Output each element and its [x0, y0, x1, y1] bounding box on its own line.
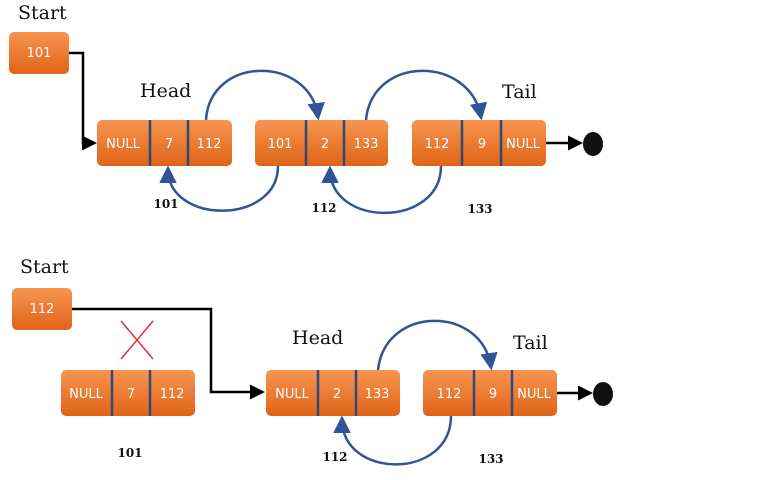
top-node-2: 101 2 133: [255, 120, 388, 166]
bottom-deleted-next: 112: [160, 387, 185, 402]
top-head-label: Head: [140, 80, 191, 102]
bottom-head-label: Head: [292, 327, 343, 349]
top-diagram: Start 101 Head Tail NULL 7 112 101 2 133: [9, 2, 603, 216]
top-node-2-next: 133: [354, 137, 379, 152]
bottom-node-2-data: 9: [489, 387, 497, 402]
top-node-3-next: NULL: [506, 137, 540, 152]
bottom-node-2-next: NULL: [517, 387, 551, 402]
top-node-1-address: 101: [153, 197, 178, 211]
bottom-deleted-node: NULL 7 112: [61, 370, 195, 416]
top-node-2-data: 2: [321, 137, 329, 152]
bottom-node-1-next: 133: [365, 387, 390, 402]
top-prev-arrow-2: [321, 165, 443, 215]
top-start-pointer: [69, 51, 97, 151]
top-next-arrow-1: [204, 69, 325, 121]
top-node-2-prev: 101: [268, 137, 293, 152]
bottom-node-1-address: 112: [322, 450, 347, 464]
top-node-1: NULL 7 112: [97, 120, 232, 166]
top-node-3: 112 9 NULL: [412, 120, 546, 166]
top-node-1-prev: NULL: [106, 137, 140, 152]
top-start-label: Start: [18, 2, 67, 24]
top-node-1-data: 7: [165, 137, 173, 152]
bottom-node-1-data: 2: [333, 387, 341, 402]
top-node-3-prev: 112: [425, 137, 450, 152]
top-prev-arrow-1: [159, 165, 280, 212]
bottom-start-value: 112: [30, 302, 55, 317]
bottom-deleted-address: 101: [117, 446, 142, 460]
bottom-node-2: 112 9 NULL: [423, 370, 557, 416]
bottom-node-2-address: 133: [478, 452, 503, 466]
top-start-box: 101: [9, 32, 69, 74]
top-node-1-next: 112: [197, 137, 222, 152]
bottom-start-box: 112: [12, 288, 72, 330]
bottom-tail-label: Tail: [513, 332, 548, 354]
top-node-2-address: 112: [311, 201, 336, 215]
bottom-prev-arrow: [333, 415, 453, 466]
top-node-3-address: 133: [467, 202, 492, 216]
bottom-node-1: NULL 2 133: [266, 370, 400, 416]
bottom-deleted-prev: NULL: [69, 387, 103, 402]
delete-cross-icon: [120, 320, 154, 360]
bottom-null-terminator: [593, 382, 613, 406]
top-start-value: 101: [27, 46, 52, 61]
bottom-deleted-data: 7: [127, 387, 135, 402]
top-node-3-data: 9: [478, 137, 486, 152]
bottom-diagram: Start 112 NULL 7 112 101 Head Tail: [12, 256, 613, 466]
bottom-node-2-prev: 112: [437, 387, 462, 402]
bottom-next-arrow: [376, 319, 498, 371]
bottom-start-label: Start: [20, 256, 69, 278]
top-null-terminator: [583, 132, 603, 156]
bottom-node-1-prev: NULL: [275, 387, 309, 402]
top-next-arrow-2: [364, 69, 488, 121]
bottom-start-pointer: [72, 307, 265, 400]
top-tail-label: Tail: [502, 81, 537, 103]
